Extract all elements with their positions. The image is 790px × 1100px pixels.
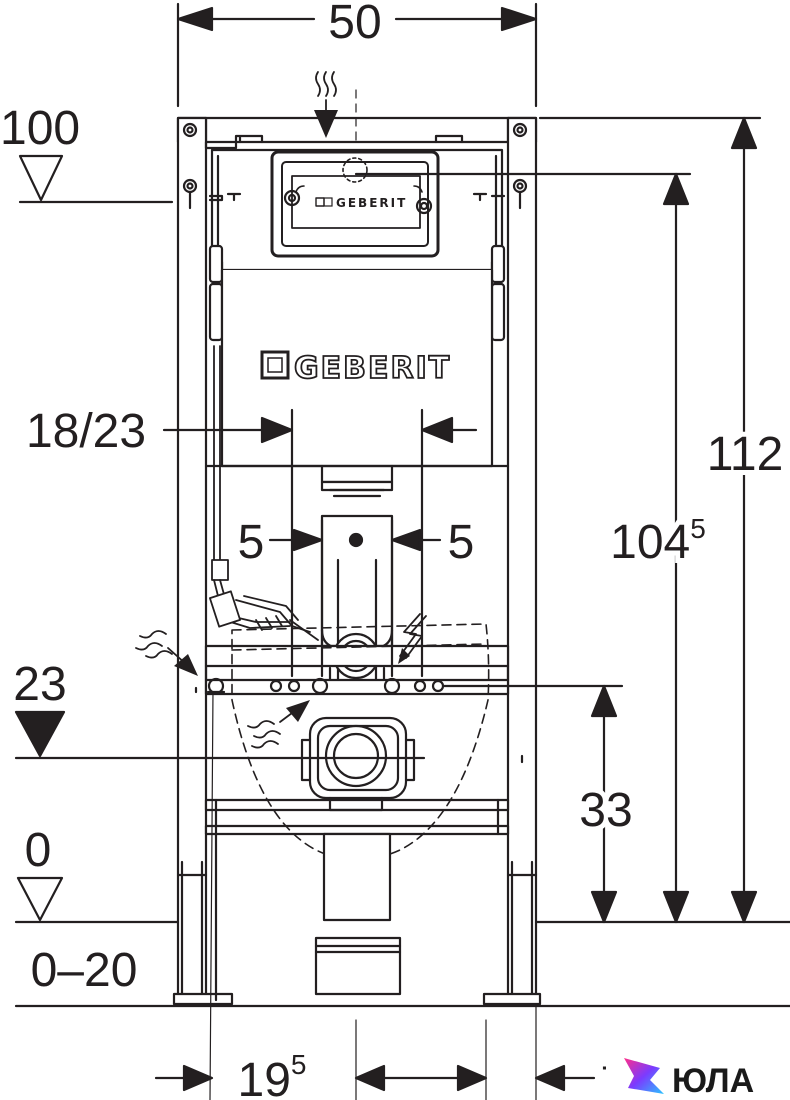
actuator-plate [270,150,440,258]
electric-connection-symbol [398,613,427,664]
label-offset-left-5: 5 [238,516,265,569]
label-bottom-19-sup: 5 [291,1049,307,1080]
label-height-104: 1045 [610,513,706,569]
dimension-33-height [442,684,624,924]
label-spacing-18-23: 18/23 [26,405,146,458]
level-0-marker [14,876,790,924]
dimension-112-height [538,116,762,924]
dimension-right-bottom [534,1064,596,1092]
plate-logo-text: GEBERIT [336,196,407,210]
label-level-0: 0 [25,824,52,877]
level-100-marker [18,154,174,204]
dimension-104-height [354,172,692,924]
label-bottom-19-base: 19 [238,1054,291,1100]
dimension-center-bottom [354,1064,488,1092]
drain-connector [300,716,416,996]
dimension-19-5-bottom [154,1064,214,1092]
label-level-100: 100 [0,102,80,155]
label-height-104-sup: 5 [690,513,706,544]
level-23-marker [14,710,426,760]
mounting-frame [172,116,542,1006]
label-height-33: 33 [579,784,632,837]
water-inlet-symbol [314,71,338,138]
label-offset-right-5: 5 [448,516,475,569]
watermark-logo-icon [624,1058,664,1094]
water-drain-arrow [247,700,310,749]
dimension-50-width [176,2,538,108]
support-crossbar [204,644,510,696]
supply-hose [209,345,319,641]
label-floor-range: 0–20 [31,944,138,997]
label-level-23: 23 [13,658,66,711]
label-height-104-base: 104 [610,516,690,569]
dimension-18-23 [162,408,478,678]
plate-logo: GEBERIT [323,196,407,210]
dimension-5-offsets [268,518,442,678]
watermark: ЮЛА [606,1052,790,1100]
label-width-50: 50 [328,0,381,49]
tank-logo: GEBERIT [260,350,451,387]
tank-logo-text: GEBERIT [294,351,451,386]
watermark-text: ЮЛА [672,1062,754,1100]
water-supply-arrow-left [135,630,198,676]
label-bottom-19-5: 195 [238,1049,307,1100]
label-height-112: 112 [707,428,784,481]
